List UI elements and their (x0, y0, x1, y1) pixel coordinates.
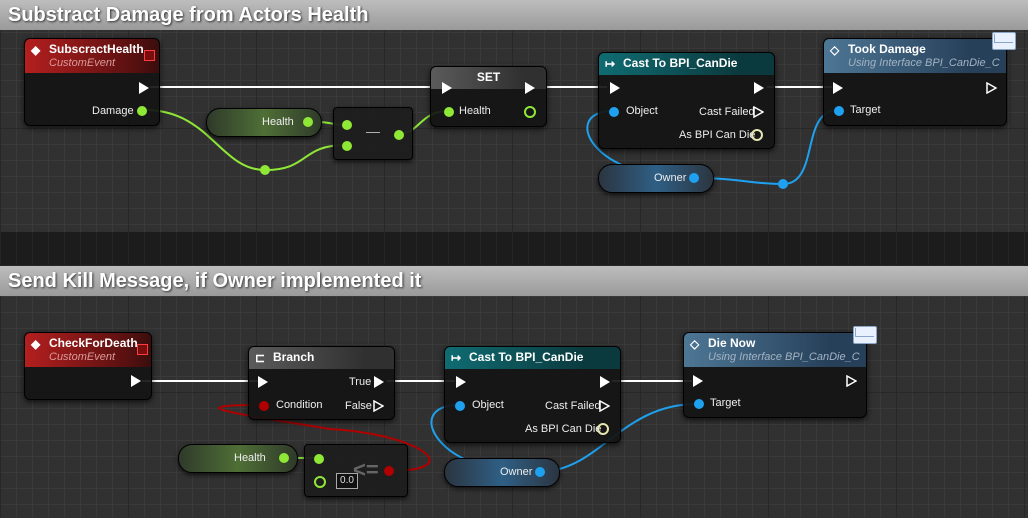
exec-out-pin[interactable] (986, 82, 997, 94)
var-label: Owner (500, 466, 533, 478)
pin-label-as-bpi: As BPI Can Die (679, 129, 756, 141)
target-in-pin[interactable] (834, 106, 844, 116)
var-label: Health (234, 452, 266, 464)
set-health-node[interactable]: SET Health (430, 66, 547, 127)
took-damage-node[interactable]: ◇ Took Damage Using Interface BPI_CanDie… (823, 38, 1007, 126)
literal-input[interactable]: 0.0 (336, 473, 358, 489)
event-node-check-for-death[interactable]: ◆ CheckForDeath CustomEvent (24, 332, 152, 400)
exec-in-pin[interactable] (456, 376, 466, 388)
cast-failed-pin[interactable] (599, 400, 610, 412)
comment-title-top[interactable]: Substract Damage from Actors Health (0, 0, 1028, 30)
cast-node-top[interactable]: ↦ Cast To BPI_CanDie Object Cast Failed … (598, 52, 775, 149)
exec-in-pin[interactable] (258, 376, 268, 388)
compare-b-pin[interactable] (314, 476, 326, 488)
node-title: Cast To BPI_CanDie (469, 350, 584, 364)
pin-label-target: Target (850, 104, 881, 116)
exec-out-pin[interactable] (131, 375, 141, 387)
pin-label-object: Object (626, 105, 658, 117)
true-out-pin[interactable] (374, 376, 384, 388)
envelope-icon (853, 326, 877, 344)
pin-label-target: Target (710, 397, 741, 409)
node-title: Branch (273, 350, 315, 364)
pin-label-cast-failed: Cast Failed (545, 400, 601, 412)
graph-divider (0, 232, 1028, 264)
health-getter[interactable]: Health (206, 108, 322, 137)
node-title: Die Now (708, 336, 756, 350)
interface-message-icon: ◇ (830, 43, 840, 57)
subtract-node[interactable]: — (333, 107, 413, 160)
exec-out-pin[interactable] (754, 82, 764, 94)
exec-in-pin[interactable] (833, 82, 843, 94)
as-bpi-out-pin[interactable] (751, 129, 763, 141)
health-out-pin[interactable] (303, 117, 313, 127)
event-diamond-icon: ◆ (31, 337, 41, 351)
delegate-pin-icon[interactable] (144, 50, 155, 61)
exec-out-pin[interactable] (600, 376, 610, 388)
node-title: SubscractHealth (49, 42, 144, 56)
owner-getter[interactable]: Owner (598, 164, 714, 193)
subtract-a-pin[interactable] (342, 120, 352, 130)
subtract-b-pin[interactable] (342, 141, 352, 151)
cast-arrow-icon: ↦ (605, 57, 616, 71)
owner-getter[interactable]: Owner (444, 458, 560, 487)
envelope-icon (992, 32, 1016, 50)
exec-in-pin[interactable] (442, 82, 452, 94)
exec-in-pin[interactable] (610, 82, 620, 94)
health-out-pin[interactable] (524, 106, 536, 118)
graph-section-bottom: Send Kill Message, if Owner implemented … (0, 264, 1028, 518)
comment-title-bottom[interactable]: Send Kill Message, if Owner implemented … (0, 266, 1028, 296)
compare-symbol: <= (353, 457, 379, 482)
pin-label-condition: Condition (276, 399, 323, 411)
less-equal-node[interactable]: 0.0 <= (304, 444, 408, 497)
pin-label-health: Health (459, 105, 491, 117)
event-diamond-icon: ◆ (31, 43, 41, 57)
node-title: Took Damage (848, 42, 926, 56)
branch-icon: ⊏ (255, 351, 266, 365)
cast-arrow-icon: ↦ (451, 351, 462, 365)
pin-label-object: Object (472, 399, 504, 411)
var-label: Health (262, 116, 294, 128)
node-title: SET (476, 70, 501, 84)
exec-out-pin[interactable] (525, 82, 535, 94)
node-subtitle: CustomEvent (49, 57, 116, 69)
subtract-out-pin[interactable] (394, 130, 404, 140)
health-in-pin[interactable] (444, 107, 454, 117)
node-subtitle: Using Interface BPI_CanDie_C (848, 57, 1000, 69)
event-node-subscract-health[interactable]: ◆ SubscractHealth CustomEvent Damage (24, 38, 160, 126)
pin-label-cast-failed: Cast Failed (699, 106, 755, 118)
subtract-symbol: — (366, 123, 380, 139)
delegate-pin-icon[interactable] (137, 344, 148, 355)
interface-message-icon: ◇ (690, 337, 700, 351)
pin-label-true: True (349, 376, 372, 388)
object-in-pin[interactable] (455, 401, 465, 411)
branch-node[interactable]: ⊏ Branch True Condition False (248, 346, 395, 420)
as-bpi-out-pin[interactable] (597, 423, 609, 435)
health-out-pin[interactable] (279, 453, 289, 463)
node-title: CheckForDeath (49, 336, 138, 350)
pin-label-as-bpi: As BPI Can Die (525, 423, 602, 435)
var-label: Owner (654, 172, 687, 184)
cast-node-bottom[interactable]: ↦ Cast To BPI_CanDie Object Cast Failed … (444, 346, 621, 443)
compare-out-pin[interactable] (384, 466, 394, 476)
cast-failed-pin[interactable] (753, 106, 764, 118)
object-in-pin[interactable] (609, 107, 619, 117)
owner-out-pin[interactable] (689, 173, 699, 183)
exec-out-pin[interactable] (846, 375, 857, 387)
condition-in-pin[interactable] (259, 401, 269, 411)
damage-out-pin[interactable] (137, 106, 147, 116)
node-title: Cast To BPI_CanDie (623, 56, 738, 70)
compare-a-pin[interactable] (314, 454, 324, 464)
false-out-pin[interactable] (373, 400, 384, 412)
die-now-node[interactable]: ◇ Die Now Using Interface BPI_CanDie_C T… (683, 332, 867, 418)
exec-out-pin[interactable] (139, 82, 149, 94)
health-getter[interactable]: Health (178, 444, 298, 473)
graph-section-top: Substract Damage from Actors Health ◆ Su… (0, 0, 1028, 232)
target-in-pin[interactable] (694, 399, 704, 409)
pin-label-false: False (345, 400, 372, 412)
node-subtitle: Using Interface BPI_CanDie_C (708, 351, 860, 363)
pin-label-damage: Damage (92, 105, 134, 117)
owner-out-pin[interactable] (535, 467, 545, 477)
node-subtitle: CustomEvent (49, 351, 116, 363)
exec-in-pin[interactable] (693, 375, 703, 387)
